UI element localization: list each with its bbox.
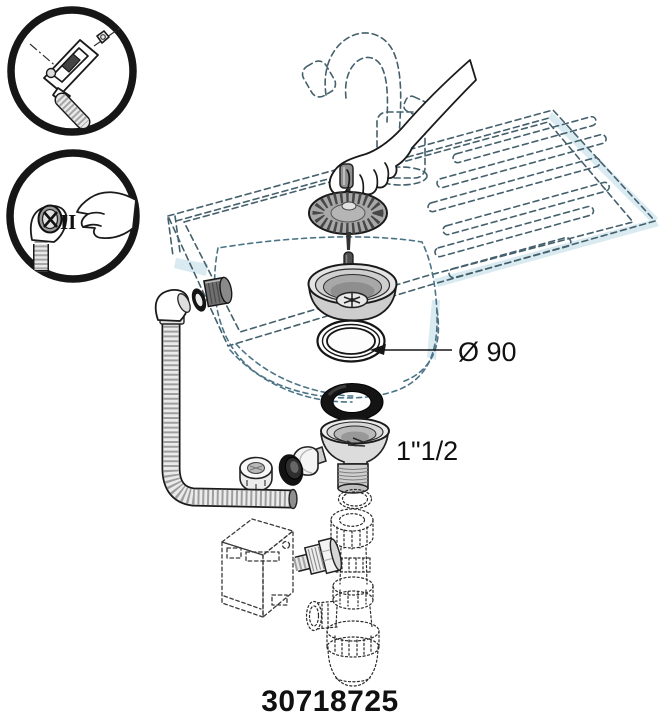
strainer-plug bbox=[308, 191, 388, 250]
trap-lower-nut bbox=[332, 576, 374, 610]
sealing-ring-90mm bbox=[316, 319, 386, 363]
sink-edge-highlight bbox=[548, 112, 658, 224]
axis-line bbox=[29, 27, 121, 69]
arrow-head bbox=[370, 344, 386, 355]
dishwasher-panel bbox=[226, 547, 242, 559]
sink-edge-highlight bbox=[427, 300, 440, 360]
part-number: 30718725 bbox=[261, 685, 398, 718]
drainboard-ridges bbox=[427, 115, 610, 279]
dishwasher-hose-connector bbox=[293, 537, 343, 575]
clamp-hose-stub bbox=[54, 92, 91, 130]
finger-creases bbox=[346, 162, 390, 194]
clack-valve-detail bbox=[346, 437, 366, 447]
dishwasher-front bbox=[221, 541, 264, 618]
bottle-trap bbox=[305, 508, 380, 687]
bowl-edge-line bbox=[401, 309, 440, 383]
dishwasher-vent bbox=[271, 594, 288, 606]
overflow-fitting bbox=[203, 276, 233, 308]
friction-washer bbox=[337, 488, 373, 510]
clamp-slider bbox=[61, 53, 81, 73]
o-ring bbox=[191, 288, 207, 312]
faucet-spout-tip bbox=[301, 60, 337, 98]
sink-corner-edge bbox=[167, 215, 181, 257]
dishwasher-top bbox=[221, 518, 294, 556]
overflow-cap-detail-inset: II bbox=[6, 149, 140, 283]
cone-gasket bbox=[278, 454, 304, 486]
drain-body-1-1-2: 1"1/2 bbox=[239, 417, 458, 494]
strainer-knob bbox=[339, 163, 354, 189]
strainer-basket bbox=[307, 263, 398, 322]
faucet-base bbox=[374, 166, 428, 186]
faucet-body bbox=[376, 111, 426, 179]
sink-with-drainboard bbox=[167, 32, 659, 403]
sink-rim-inner bbox=[183, 121, 634, 333]
sink-rim-outer bbox=[167, 109, 656, 347]
dishwasher-side bbox=[262, 530, 294, 618]
clamp-nut bbox=[96, 30, 110, 44]
dishwasher bbox=[221, 518, 294, 618]
bowl-edge-line bbox=[235, 343, 354, 397]
step-marker-label: II bbox=[60, 210, 76, 234]
sink-bowl-outline bbox=[213, 236, 438, 399]
ring-diameter-label: Ø 90 bbox=[458, 337, 517, 367]
clamp-screw bbox=[45, 67, 57, 79]
detail-cross-cap bbox=[37, 204, 63, 234]
hose-end-opening bbox=[288, 488, 298, 510]
trap-bottle bbox=[326, 620, 380, 687]
overflow-elbow bbox=[154, 289, 191, 325]
trap-tube-lower bbox=[335, 606, 373, 628]
plug-stem bbox=[346, 232, 351, 250]
hose-clamp-detail-inset bbox=[7, 6, 137, 136]
thread-size-label: 1"1/2 bbox=[396, 436, 458, 466]
rubber-gasket bbox=[320, 383, 384, 421]
slotted-hose-nut bbox=[239, 456, 273, 492]
diameter-annotation: Ø 90 bbox=[370, 337, 517, 367]
threaded-outlet bbox=[337, 463, 369, 494]
trap-top-nut bbox=[330, 508, 374, 550]
elbow-opening bbox=[177, 293, 191, 313]
pointing-hand bbox=[76, 191, 137, 240]
trap-side-outlet bbox=[305, 600, 338, 632]
dishwasher-buttons bbox=[245, 551, 280, 562]
plug-slots bbox=[312, 192, 384, 234]
dishwasher-knob bbox=[281, 540, 291, 550]
overflow-hose bbox=[161, 321, 298, 510]
